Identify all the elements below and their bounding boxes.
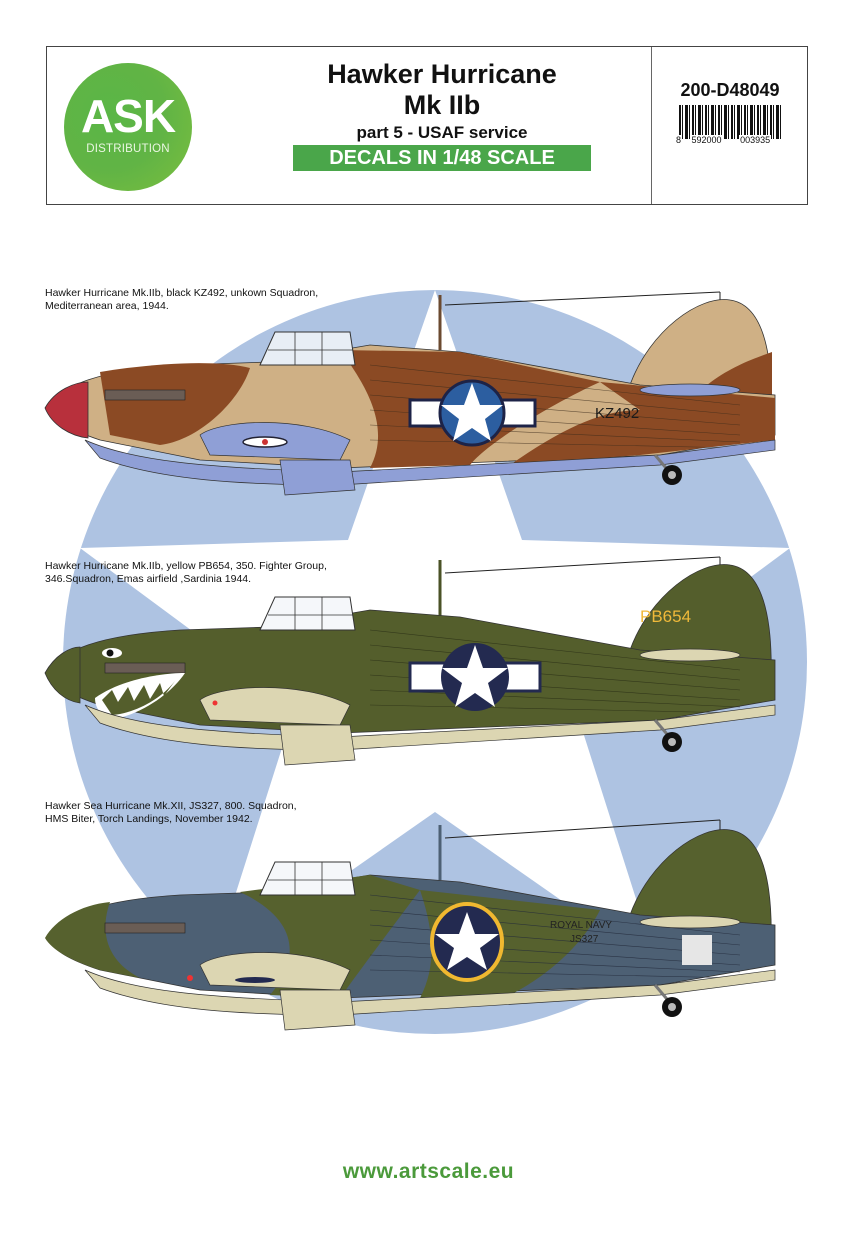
barcode-group2: 003935	[739, 135, 772, 145]
title-line1: Hawker Hurricane	[327, 59, 557, 89]
aircraft-3-serial-line2: JS327	[570, 934, 599, 945]
caption-line: Mediterranean area, 1944.	[45, 300, 169, 312]
aircraft-3-caption: Hawker Sea Hurricane Mk.XII, JS327, 800.…	[45, 800, 297, 826]
aircraft-2-serial: PB654	[640, 607, 691, 626]
aircraft-1-serial: KZ492	[595, 405, 639, 422]
product-code-block: 200-D48049 8 592000 003935	[652, 47, 808, 145]
aircraft-3-sea-hurricane: ROYAL NAVY JS327	[45, 819, 776, 1031]
subtitle: part 5 - USAF service	[356, 123, 528, 142]
caption-line: HMS Biter, Torch Landings, November 1942…	[45, 813, 253, 825]
product-code: 200-D48049	[680, 80, 780, 100]
logo-brand: ASK	[80, 90, 176, 142]
aircraft-1-hurricane-desert: KZ492	[44, 291, 776, 496]
caption-line: Hawker Hurricane Mk.IIb, black KZ492, un…	[45, 287, 319, 299]
barcode-group1: 592000	[690, 135, 723, 145]
barcode-digits: 8 592000 003935	[675, 135, 785, 145]
aircraft-1-caption: Hawker Hurricane Mk.IIb, black KZ492, un…	[45, 287, 318, 313]
aircraft-2-caption: Hawker Hurricane Mk.IIb, yellow PB654, 3…	[45, 560, 327, 586]
ask-distribution-logo: ASK DISTRIBUTION	[64, 63, 192, 191]
title-block: Hawker Hurricane Mk IIb part 5 - USAF se…	[247, 55, 637, 171]
header-divider	[651, 47, 652, 204]
logo-subtitle: DISTRIBUTION	[86, 143, 170, 155]
title-line2: Mk IIb	[403, 90, 481, 120]
scale-banner: DECALS IN 1/48 SCALE	[293, 145, 591, 171]
barcode-bars	[679, 105, 783, 139]
header-panel: ASK DISTRIBUTION Hawker Hurricane Mk IIb…	[46, 46, 808, 205]
website-url[interactable]: www.artscale.eu	[342, 1160, 515, 1183]
caption-line: Hawker Sea Hurricane Mk.XII, JS327, 800.…	[45, 800, 297, 812]
caption-line: 346.Squadron, Emas airfield ,Sardinia 19…	[45, 573, 252, 585]
barcode-digit-first: 8	[675, 135, 683, 145]
barcode: 8 592000 003935	[675, 105, 785, 145]
aircraft-2-hurricane-sharkmouth: PB654	[44, 556, 776, 766]
aircraft-3-serial-line1: ROYAL NAVY	[550, 920, 612, 931]
caption-line: Hawker Hurricane Mk.IIb, yellow PB654, 3…	[45, 560, 327, 572]
